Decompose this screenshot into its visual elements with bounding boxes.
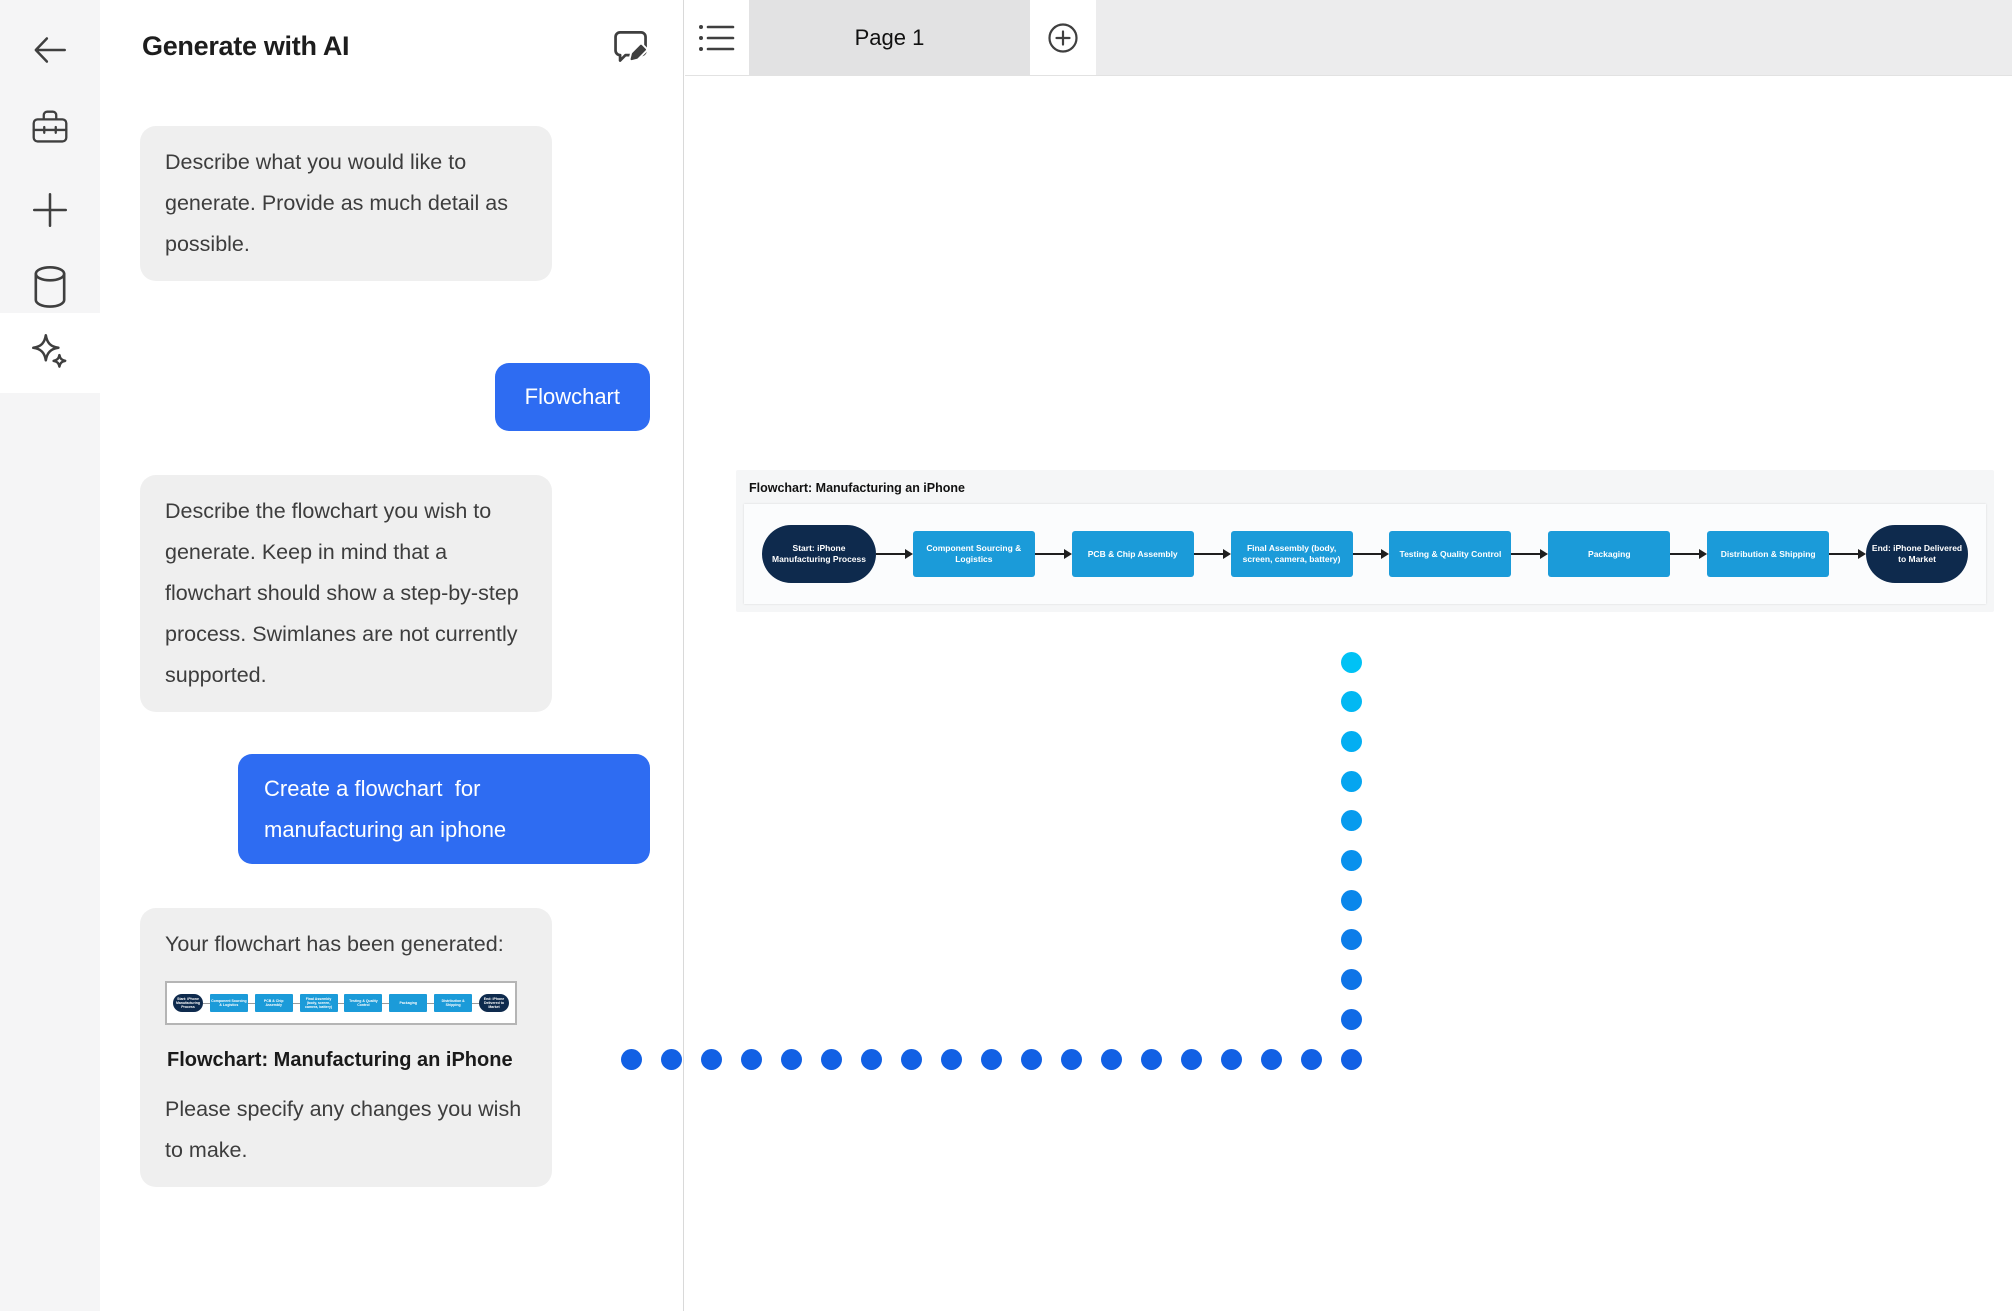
flowchart-node[interactable]: PCB & Chip Assembly — [1071, 531, 1194, 577]
tab-page-1[interactable]: Page 1 — [749, 0, 1030, 75]
chat-messages: Describe what you would like to generate… — [100, 66, 683, 1229]
back-button[interactable] — [0, 18, 100, 82]
flow-connector-arrow[interactable] — [292, 1002, 300, 1004]
generated-caption: Flowchart: Manufacturing an iPhone — [167, 1049, 513, 1071]
canvas-dot[interactable] — [1100, 1048, 1122, 1070]
add-shape-icon — [32, 192, 68, 228]
flowchart-node[interactable]: Distribution & Shipping — [1707, 531, 1830, 577]
data-icon — [34, 265, 66, 308]
flowchart-node[interactable]: Component Sourcing & Logistics — [912, 531, 1035, 577]
canvas-dot[interactable] — [1340, 850, 1362, 871]
canvas-dot[interactable] — [620, 1048, 642, 1070]
flowchart-node[interactable]: Component Sourcing & Logistics — [209, 994, 248, 1012]
canvas-dot[interactable] — [1220, 1048, 1242, 1070]
user-message-flowchart-chip[interactable]: Flowchart — [494, 363, 650, 431]
canvas-dot[interactable] — [1180, 1048, 1202, 1070]
flow-connector-arrow[interactable] — [1670, 549, 1707, 559]
flowchart-lane: Start: iPhone Manufacturing Process Compo… — [744, 504, 1986, 604]
canvas-dot[interactable] — [1340, 770, 1362, 792]
generate-ai-button[interactable] — [0, 313, 100, 393]
pages-list-icon — [699, 24, 735, 51]
flowchart-node[interactable]: Final Assembly (body, screen, camera, ba… — [1230, 531, 1353, 577]
canvas-dot[interactable] — [1340, 929, 1362, 951]
canvas-dot[interactable] — [980, 1048, 1002, 1070]
left-icon-rail — [0, 0, 100, 1311]
flowchart-node[interactable]: End: iPhone Delivered to Market — [1866, 525, 1969, 583]
flow-connector-arrow[interactable] — [472, 1002, 480, 1004]
flowchart-node[interactable]: Packaging — [389, 994, 428, 1012]
canvas-dot[interactable] — [1340, 969, 1362, 991]
canvas-dot[interactable] — [940, 1048, 962, 1070]
assistant-message-intro: Describe what you would like to generate… — [140, 126, 552, 281]
shapes-toolbox-button[interactable] — [0, 96, 100, 160]
flowchart-node[interactable]: Testing & Quality Control — [344, 994, 383, 1012]
canvas-dot[interactable] — [1340, 810, 1362, 832]
canvas-dot[interactable] — [900, 1048, 922, 1070]
panel-header: Generate with AI — [100, 0, 683, 66]
canvas-dot[interactable] — [660, 1048, 682, 1070]
canvas-dot[interactable] — [1300, 1048, 1322, 1070]
flow-connector-arrow[interactable] — [247, 1002, 255, 1004]
flowchart-node[interactable]: Start: iPhone Manufacturing Process — [762, 525, 876, 583]
add-page-button[interactable] — [1030, 0, 1096, 75]
generated-intro-text: Your flowchart has been generated: — [165, 932, 504, 956]
canvas-dot[interactable] — [1340, 1048, 1362, 1070]
canvas-dot[interactable] — [1340, 651, 1362, 673]
generate-ai-panel: Generate with AI Describe what you would… — [100, 0, 684, 1311]
canvas-area[interactable]: Page 1 Flowchart: Manufacturing an iPhon… — [685, 0, 2012, 1311]
assistant-message-generated: Your flowchart has been generated: Start… — [140, 908, 552, 1187]
canvas-dot[interactable] — [740, 1048, 762, 1070]
flow-connector-arrow[interactable] — [427, 1002, 435, 1004]
canvas-dot[interactable] — [780, 1048, 802, 1070]
flowchart-node[interactable]: Distribution & Shipping — [434, 994, 473, 1012]
canvas-dot[interactable] — [1340, 889, 1362, 911]
flowchart-shape-group[interactable]: Flowchart: Manufacturing an iPhone Start… — [736, 470, 1994, 612]
data-button[interactable] — [0, 256, 100, 320]
flowchart-thumbnail[interactable]: Start: iPhone Manufacturing Process Compo… — [165, 981, 517, 1025]
flowchart-title: Flowchart: Manufacturing an iPhone — [749, 481, 965, 495]
feedback-pencil-icon — [614, 30, 650, 64]
assistant-message-describe: Describe the flowchart you wish to gener… — [140, 475, 552, 712]
canvas-dot[interactable] — [1260, 1048, 1282, 1070]
flow-connector-arrow[interactable] — [1829, 549, 1866, 559]
flowchart-node[interactable]: Final Assembly (body, screen, camera, ba… — [299, 994, 338, 1012]
flow-connector-arrow[interactable] — [1193, 549, 1231, 559]
panel-title: Generate with AI — [142, 30, 350, 61]
flow-connector-arrow[interactable] — [1352, 549, 1390, 559]
flowchart-node[interactable]: End: iPhone Delivered to Market — [479, 994, 510, 1012]
flow-connector-arrow[interactable] — [1034, 549, 1072, 559]
tab-bar-filler — [1096, 0, 2012, 75]
add-shape-button[interactable] — [0, 178, 100, 242]
ai-sparkles-icon — [32, 333, 67, 368]
flow-connector-arrow[interactable] — [203, 1002, 210, 1004]
canvas-dot[interactable] — [1020, 1048, 1042, 1070]
generated-followup-text: Please specify any changes you wish to m… — [165, 1097, 522, 1162]
canvas-dot[interactable] — [820, 1048, 842, 1070]
canvas-dot[interactable] — [860, 1048, 882, 1070]
canvas-dot[interactable] — [1340, 691, 1362, 713]
flow-connector-arrow[interactable] — [876, 549, 913, 559]
page-tab-bar: Page 1 — [685, 0, 2012, 76]
shapes-toolbox-icon — [32, 110, 68, 143]
back-arrow-icon — [34, 37, 66, 63]
pages-list-button[interactable] — [685, 0, 749, 75]
flowchart-node[interactable]: Testing & Quality Control — [1389, 531, 1512, 577]
flowchart-node[interactable]: PCB & Chip Assembly — [254, 994, 293, 1012]
flowchart-node[interactable]: Start: iPhone Manufacturing Process — [173, 994, 203, 1012]
canvas-dot[interactable] — [1340, 1008, 1362, 1030]
canvas-dot[interactable] — [1340, 730, 1362, 752]
flow-connector-arrow[interactable] — [1511, 549, 1549, 559]
flow-connector-arrow[interactable] — [382, 1002, 390, 1004]
user-message-prompt: Create a flowchart for manufacturing an … — [238, 754, 650, 864]
flow-connector-arrow[interactable] — [337, 1002, 345, 1004]
canvas-dot[interactable] — [1140, 1048, 1162, 1070]
canvas-dot[interactable] — [1060, 1048, 1082, 1070]
add-page-icon — [1048, 22, 1078, 53]
feedback-button[interactable] — [611, 26, 651, 66]
canvas-dot[interactable] — [700, 1048, 722, 1070]
flowchart-node[interactable]: Packaging — [1548, 531, 1671, 577]
